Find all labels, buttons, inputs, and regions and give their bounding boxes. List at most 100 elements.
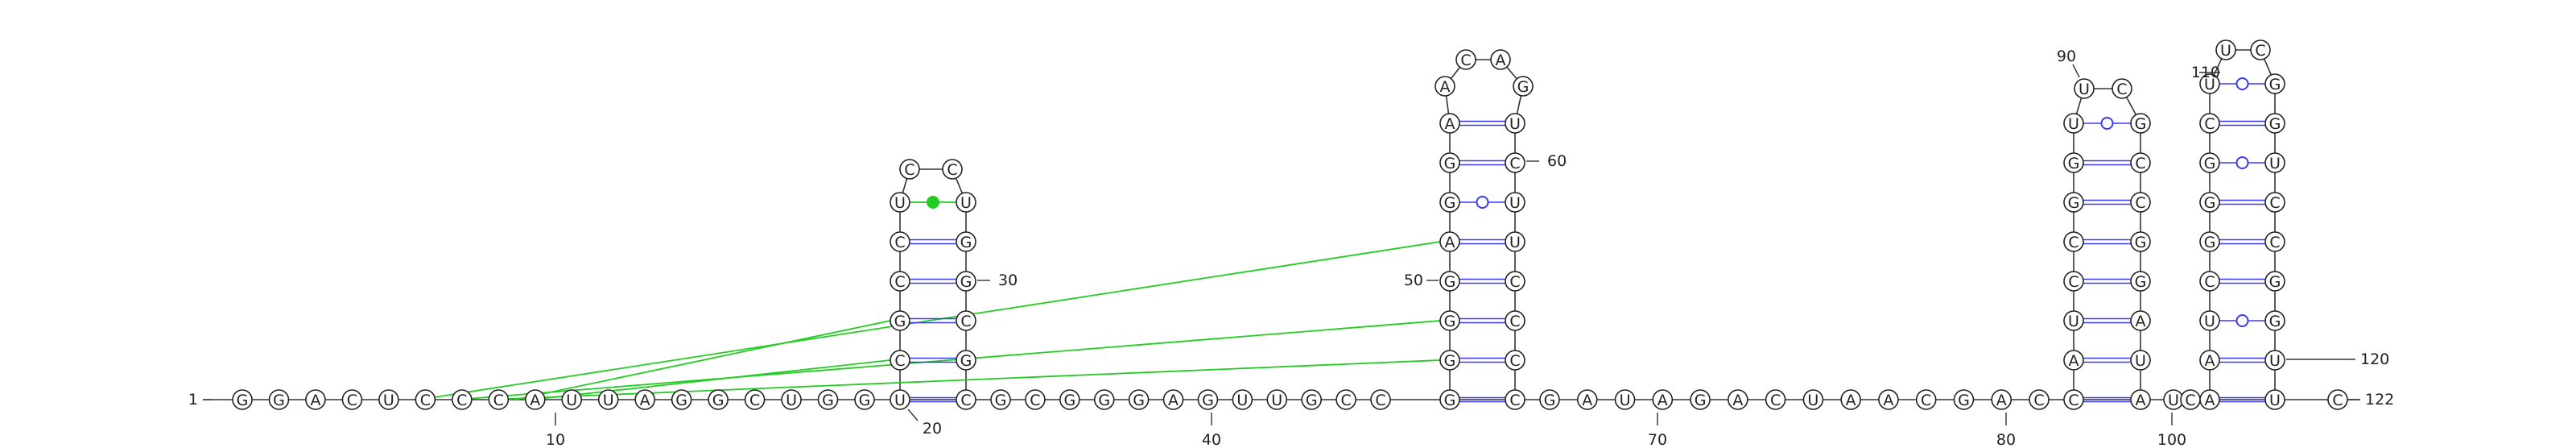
svg-text:G: G bbox=[1958, 392, 1970, 409]
svg-text:A: A bbox=[1996, 392, 2007, 409]
svg-text:G: G bbox=[1063, 392, 1075, 409]
svg-text:G: G bbox=[2204, 194, 2216, 212]
svg-text:U: U bbox=[894, 194, 906, 212]
stem-2-left-7: G bbox=[1439, 152, 1460, 173]
svg-text:U: U bbox=[2079, 81, 2090, 98]
stem-4-left-8: C bbox=[2199, 113, 2220, 134]
svg-text:C: C bbox=[1460, 52, 1471, 69]
nucleotide-8: C bbox=[488, 389, 510, 410]
stem-4-right-4: G bbox=[2264, 271, 2285, 292]
stem-2-right-4: C bbox=[1505, 271, 1525, 292]
stem-3-right-4: G bbox=[2130, 271, 2151, 292]
nucleotide-3prime-end: C bbox=[2327, 389, 2348, 410]
stem-2-left-4: G bbox=[1439, 271, 1460, 292]
svg-text:A: A bbox=[640, 392, 650, 409]
svg-text:A: A bbox=[1496, 52, 1506, 69]
svg-text:C: C bbox=[2068, 234, 2079, 251]
stem-4-pair-7-wobble-marker bbox=[2235, 156, 2249, 169]
nucleotide-33: U bbox=[1614, 389, 1636, 410]
svg-text:G: G bbox=[273, 392, 285, 409]
svg-text:C: C bbox=[2033, 392, 2044, 409]
backbone-segment bbox=[1445, 95, 1450, 114]
svg-text:G: G bbox=[2068, 155, 2080, 172]
stem-4-pair-3-wobble-marker bbox=[2235, 314, 2249, 327]
svg-text:G: G bbox=[1444, 313, 1456, 330]
svg-text:C: C bbox=[960, 392, 971, 409]
svg-text:G: G bbox=[1202, 392, 1214, 409]
svg-text:A: A bbox=[1883, 392, 1893, 409]
nucleotide-23: G bbox=[1128, 389, 1150, 410]
stem-1-right-6: U bbox=[956, 192, 976, 213]
stem-4-loop-2: C bbox=[2250, 39, 2271, 60]
backbone-layer bbox=[203, 49, 2360, 400]
svg-text:G: G bbox=[960, 352, 972, 370]
stem-4-right-9: G bbox=[2264, 73, 2285, 94]
end-index-label: 122 bbox=[2365, 391, 2394, 409]
stem-3-left-5: C bbox=[2063, 231, 2084, 252]
svg-text:G: G bbox=[1517, 78, 1530, 96]
nucleotide-9: A bbox=[524, 389, 546, 410]
svg-text:U: U bbox=[2220, 42, 2231, 60]
stem-2-loop-4: G bbox=[1513, 76, 1534, 97]
svg-text:U: U bbox=[2269, 352, 2281, 370]
pseudoknot-link-4 bbox=[514, 320, 891, 400]
stem-4-right-5: C bbox=[2264, 231, 2285, 252]
position-label-50: 50 bbox=[1404, 272, 1423, 289]
stem-4-left-4: C bbox=[2199, 271, 2220, 292]
svg-text:G: G bbox=[237, 392, 249, 409]
backbone-segment bbox=[902, 178, 908, 193]
stem-3-left-4: C bbox=[2063, 271, 2084, 292]
position-label-70: 70 bbox=[1648, 431, 1667, 448]
svg-text:G: G bbox=[712, 392, 724, 409]
backbone-segment bbox=[1450, 66, 1461, 80]
stem-4-left-6: G bbox=[2199, 192, 2220, 213]
nucleotide-42: G bbox=[1953, 389, 1975, 410]
stem-4-loop-1: U bbox=[2215, 39, 2236, 60]
pseudoknot-link-1 bbox=[418, 241, 1441, 400]
svg-text:C: C bbox=[894, 352, 905, 370]
position-label-120: 120 bbox=[2360, 351, 2389, 368]
nucleotide-29: C bbox=[1335, 389, 1356, 410]
svg-text:U: U bbox=[1509, 234, 1521, 251]
stem-2-pair-6-wobble-marker bbox=[1476, 196, 1489, 209]
backbone-segment bbox=[2263, 58, 2273, 76]
stem-2-right-6: U bbox=[1505, 192, 1525, 213]
svg-text:C: C bbox=[1509, 352, 1520, 370]
stem-4-right-8: G bbox=[2264, 113, 2285, 134]
nucleotide-13: G bbox=[671, 389, 692, 410]
svg-text:C: C bbox=[2068, 392, 2079, 409]
svg-text:G: G bbox=[1098, 392, 1110, 409]
svg-text:G: G bbox=[822, 392, 834, 409]
svg-text:U: U bbox=[1807, 392, 1818, 409]
stem-3-left-3: U bbox=[2063, 310, 2084, 331]
svg-text:C: C bbox=[894, 234, 905, 251]
position-label-60: 60 bbox=[1547, 152, 1567, 170]
stem-2-right-7: C bbox=[1505, 152, 1525, 173]
nucleotide-1: G bbox=[232, 389, 253, 410]
nucleotide-11: U bbox=[597, 389, 619, 410]
svg-text:C: C bbox=[2185, 392, 2195, 409]
svg-text:C: C bbox=[1509, 155, 1520, 172]
position-label-40: 40 bbox=[1202, 431, 1221, 448]
nucleotide-7: C bbox=[452, 389, 473, 410]
nucleotide-38: U bbox=[1802, 389, 1824, 410]
svg-text:G: G bbox=[2269, 273, 2281, 291]
svg-text:U: U bbox=[2135, 352, 2146, 370]
stem-1-right-5: G bbox=[956, 231, 976, 252]
pseudoknot-link-5 bbox=[530, 359, 891, 400]
svg-text:A: A bbox=[310, 392, 320, 409]
position-label-100: 100 bbox=[2157, 431, 2186, 448]
nucleotide-3: A bbox=[305, 389, 326, 410]
stem-1-left-3: G bbox=[890, 310, 910, 331]
nucleotide-32: A bbox=[1576, 389, 1598, 410]
stem-1-right-2: G bbox=[956, 350, 976, 371]
svg-text:C: C bbox=[947, 161, 957, 179]
stem-1-loop-1: C bbox=[899, 159, 920, 180]
svg-text:C: C bbox=[1030, 392, 1040, 409]
stem-2-left-2: G bbox=[1439, 350, 1460, 371]
nucleotide-26: U bbox=[1232, 389, 1253, 410]
svg-text:U: U bbox=[2068, 313, 2079, 330]
svg-text:G: G bbox=[2135, 273, 2147, 291]
